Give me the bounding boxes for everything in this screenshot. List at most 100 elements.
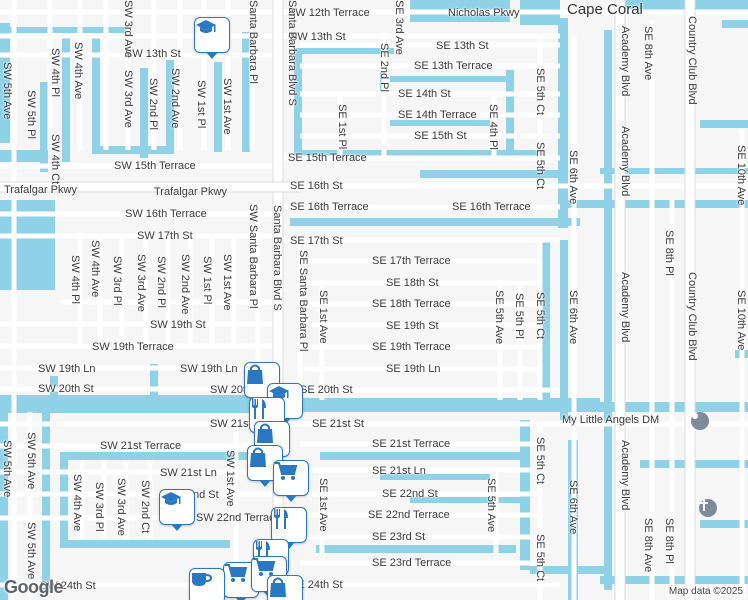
street-label: SE 13th St	[436, 40, 489, 52]
street-label: SE Santa Barbara Pl	[297, 250, 309, 352]
street-label: SE 8th Pl	[663, 230, 675, 276]
street-label: SE 6th Ave	[567, 290, 579, 345]
street-label: SE 15th Terrace	[288, 152, 367, 164]
street-label: Santa Barbara Blvd S	[286, 0, 298, 106]
street-label: SE 6th Ave	[567, 480, 579, 535]
street-label: SE 19th St	[386, 320, 439, 332]
street-label: SW 3rd Ave	[122, 0, 134, 58]
street-label: SW 24th St	[40, 580, 96, 592]
street-label: Academy Blvd	[619, 26, 631, 97]
street-label: SE 16th St	[290, 180, 343, 192]
school-marker[interactable]	[195, 18, 229, 52]
street-label: SW 1st Ave	[221, 254, 233, 311]
street-label: SW 3rd Ave	[135, 254, 147, 312]
street-label: SW 4th Ave	[89, 240, 101, 298]
street-label: SW 2nd Ave	[169, 68, 181, 129]
street-label: SW 4th Pl	[49, 48, 61, 97]
street-label: SW 5th Ave	[25, 522, 37, 580]
street-label: SE 21st Ln	[372, 465, 426, 477]
street-label: Nicholas Pkwy	[448, 7, 520, 19]
street-label: SE 8th Pl	[663, 518, 675, 564]
street-label: SW 13th St	[290, 31, 346, 43]
street-label: SE 5th Ct	[534, 68, 546, 116]
street-label: SE 21st St	[312, 418, 364, 430]
street-label: Trafalgar Pkwy	[4, 184, 77, 196]
street-label: SW 19th Terrace	[92, 341, 174, 353]
street-label: SE 13th Terrace	[414, 60, 493, 72]
church-icon[interactable]	[699, 499, 717, 517]
street-label: SE 16th Terrace	[452, 201, 531, 213]
street-label: SE 10th Ave	[735, 290, 747, 351]
marker-pointer	[279, 418, 291, 425]
street-label: SW 1st Ave	[224, 450, 236, 507]
street-label: SW 3rd Pl	[111, 256, 123, 306]
street-label: SE 17th St	[290, 235, 343, 247]
marker-pointer	[259, 480, 271, 487]
school-marker[interactable]	[160, 490, 194, 524]
street-label: SE 21st Terrace	[372, 438, 451, 450]
street-label: SE 6th Ave	[567, 150, 579, 205]
street-label: SW 4th Ave	[72, 42, 84, 100]
street-label: SW 5th Ave	[1, 440, 13, 498]
street-label: SW 22nd Terrace	[196, 512, 281, 524]
street-label: SW 3rd Pl	[93, 482, 105, 532]
street-label: SW Santa Barbara Pl	[247, 204, 259, 309]
street-label: SE 22nd St	[382, 488, 438, 500]
street-label: SW 1st Pl	[195, 80, 207, 129]
street-label: SE 19th Terrace	[372, 341, 451, 353]
place-marker-icon[interactable]	[691, 412, 709, 430]
street-label: SW 21st Terrace	[100, 440, 182, 452]
street-label: SE 5th Ct	[534, 437, 546, 485]
street-label: SE 22nd Terrace	[368, 509, 450, 521]
street-label: Country Club Blvd	[686, 16, 698, 105]
coffee-marker[interactable]	[190, 569, 224, 600]
street-label: SW 2nd Ave	[179, 254, 191, 315]
street-label: SW 19th St	[150, 319, 206, 331]
street-label: Country Club Blvd	[686, 272, 698, 361]
street-label: SE 23rd Terrace	[372, 557, 452, 569]
marker-pointer	[285, 495, 297, 502]
marker-pointer	[171, 524, 183, 531]
street-label: SE 5th Pl	[513, 293, 525, 339]
restaurant-marker[interactable]	[272, 508, 306, 542]
street-label: SW 5th Ave	[1, 62, 13, 120]
street-label: SW 13th St	[125, 48, 181, 60]
street-label: SE 3rd Ave	[393, 0, 405, 55]
street-label: SW 19th Ln	[180, 363, 238, 375]
marker-pointer	[235, 597, 247, 600]
map-attribution[interactable]: Map data ©2025	[665, 585, 746, 598]
street-label: SE 20th St	[300, 384, 353, 396]
street-label: SW 2nd Pl	[147, 78, 159, 130]
shopping-cart-marker[interactable]	[274, 461, 308, 495]
street-label: SE 5th Ave	[493, 290, 505, 345]
street-label: SW 20th St	[38, 383, 94, 395]
street-label: SE 24th St	[290, 579, 343, 591]
street-label: SW 19th Ln	[38, 363, 96, 375]
street-label: SW 17th St	[137, 230, 193, 242]
street-label: SW 21st St	[210, 418, 266, 430]
street-label: SW 2nd Ct	[139, 480, 151, 534]
street-label: SE 8th Ave	[642, 518, 654, 573]
street-label: SW 3rd Ave	[115, 478, 127, 536]
street-label: Santa Barbara Blvd S	[271, 205, 283, 311]
marker-pointer	[283, 542, 295, 549]
street-label: SW 20th St	[210, 384, 266, 396]
shopping-bag-marker[interactable]	[268, 576, 302, 600]
street-label: SE 23rd St	[372, 531, 426, 543]
street-label: SE 17th Terrace	[372, 255, 451, 267]
street-label: SW 4th Pl	[69, 255, 81, 304]
street-label: SW 3rd Ave	[122, 70, 134, 128]
street-label: SE 4th Pl	[487, 104, 499, 150]
street-label: SE 18th St	[386, 277, 439, 289]
street-label: SW 21st Ln	[160, 467, 217, 479]
street-label: SW 5th Ave	[25, 432, 37, 490]
street-label: SW 4th Ct	[49, 134, 61, 185]
street-label: SE 5th Ct	[534, 292, 546, 340]
street-label: SE 5th Ct	[534, 142, 546, 190]
street-label: SE 1st Pl	[336, 104, 348, 150]
street-label: SE 16th Terrace	[290, 201, 369, 213]
street-label: SW 5th Pl	[25, 90, 37, 139]
street-label: SE 18th Terrace	[372, 298, 451, 310]
